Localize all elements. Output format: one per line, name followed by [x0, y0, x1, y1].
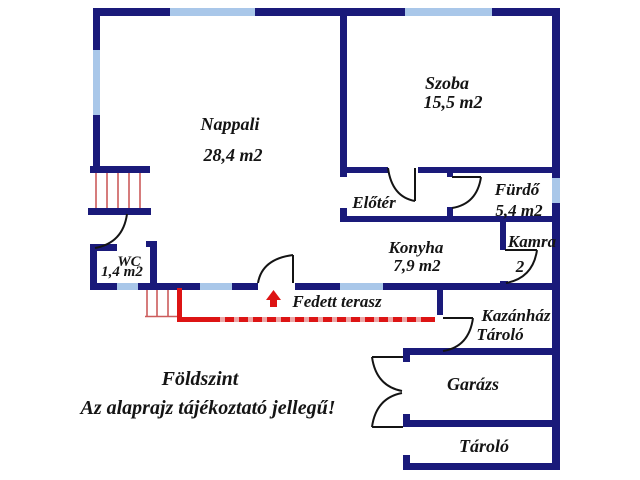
- outdoor-steps-icon: [145, 290, 178, 318]
- room-label-furdo: Fürdő: [494, 180, 541, 199]
- wall-kamra-left-stub: [500, 281, 508, 287]
- wall-furdo-left-a: [447, 167, 453, 177]
- terrace-entrance-arrow-icon: [266, 290, 281, 307]
- wall-nappali-szoba: [340, 8, 347, 173]
- room-label-eloter: Előtér: [351, 193, 396, 212]
- window-bottom-konyha: [340, 283, 383, 290]
- stairs-top-bar: [90, 166, 150, 173]
- kazanhaz-door-icon: [442, 317, 474, 352]
- room-label-kamra: Kamra: [507, 232, 557, 251]
- furdo-door-icon: [451, 176, 482, 209]
- room-label-garazs: Garázs: [447, 374, 499, 394]
- wall-wc-left: [90, 244, 97, 290]
- window-right-furdo: [552, 178, 560, 203]
- wc-door-icon: [94, 213, 128, 249]
- room-area-wc: 1,4 m2: [101, 264, 143, 280]
- room-area-konyha: 7,9 m2: [393, 256, 441, 275]
- wall-kamra-left: [500, 222, 506, 250]
- wall-eloter-left-b: [340, 208, 347, 222]
- wall-top: [93, 8, 560, 16]
- disclaimer-text: Az alaprajz tájékoztató jellegű!: [78, 397, 335, 419]
- labels-layer: Nappali 28,4 m2 Szoba 15,5 m2 Előtér Für…: [78, 73, 556, 456]
- wall-right: [552, 8, 560, 470]
- room-label-szoba: Szoba: [425, 73, 469, 93]
- wall-wc-right-cap: [146, 241, 157, 247]
- room-area-nappali: 28,4 m2: [202, 145, 262, 165]
- room-label-konyha: Konyha: [388, 238, 444, 257]
- room-label-nappali: Nappali: [199, 114, 259, 134]
- wall-wc-right: [150, 241, 157, 290]
- window-top-szoba: [405, 8, 492, 16]
- room-label-kazanhaz-2: Tároló: [476, 325, 523, 344]
- window-left-nappali: [93, 50, 100, 115]
- stairs-bottom-bar: [88, 208, 151, 215]
- wall-tarolo-bottom: [403, 463, 560, 470]
- staircase-treads-icon: [95, 173, 141, 208]
- stairs-layer: [95, 173, 178, 318]
- kamra-door-icon: [505, 249, 538, 284]
- wall-bottom-west: [90, 283, 258, 290]
- wall-garazs-bottom: [403, 420, 560, 427]
- wall-eloter-left-a: [340, 167, 347, 177]
- szoba-door-icon: [387, 167, 416, 202]
- wall-kazanhaz-left: [437, 283, 443, 315]
- floor-title: Földszint: [161, 368, 240, 390]
- room-area-furdo: 5,4 m2: [495, 201, 543, 220]
- terrace-door-icon: [257, 254, 294, 284]
- wall-garazs-top-stub: [403, 348, 410, 362]
- wall-eloter-bottom: [340, 216, 552, 222]
- terrace-layer: [177, 288, 435, 322]
- room-label-terasz: Fedett terasz: [291, 292, 382, 311]
- terrace-edge-left: [177, 288, 182, 321]
- room-label-tarolo: Tároló: [459, 436, 509, 456]
- room-area-szoba: 15,5 m2: [423, 92, 482, 112]
- window-bottom-nappali: [200, 283, 232, 290]
- room-label-kazanhaz: Kazánház: [481, 306, 551, 325]
- wall-tarolo-left-stub: [403, 455, 410, 470]
- wall-furdo-left-b: [447, 207, 453, 222]
- window-top-nappali: [170, 8, 255, 16]
- wall-bottom-east: [295, 283, 560, 290]
- wall-garazs-top: [403, 348, 560, 355]
- wall-wc-top: [90, 244, 117, 251]
- wall-eloter-top-a: [340, 167, 388, 173]
- walls-layer: [88, 8, 560, 470]
- wall-garazs-bottom-stub: [403, 414, 410, 427]
- garage-double-door-icon: [371, 356, 403, 428]
- wall-eloter-top-b: [418, 167, 552, 173]
- windows-layer: [93, 8, 560, 290]
- window-bottom-wc: [117, 283, 138, 290]
- room-label-wc: WC: [117, 254, 141, 270]
- doors-layer: [94, 167, 538, 428]
- room-area-kamra: 2: [515, 257, 525, 276]
